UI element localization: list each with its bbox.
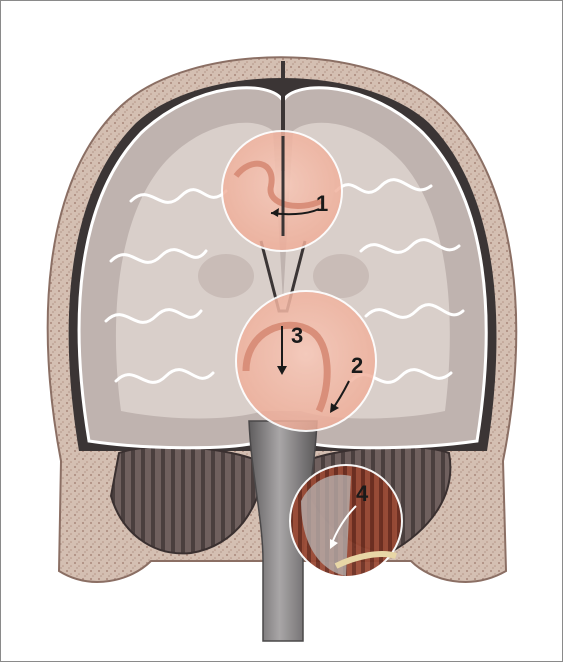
- marker-1: 1: [316, 191, 328, 216]
- herniation-zone-4: [290, 465, 402, 577]
- marker-4: 4: [356, 481, 369, 506]
- marker-3: 3: [291, 323, 303, 348]
- marker-2: 2: [351, 353, 363, 378]
- basal-ganglia-right: [313, 254, 369, 298]
- basal-ganglia-left: [198, 254, 254, 298]
